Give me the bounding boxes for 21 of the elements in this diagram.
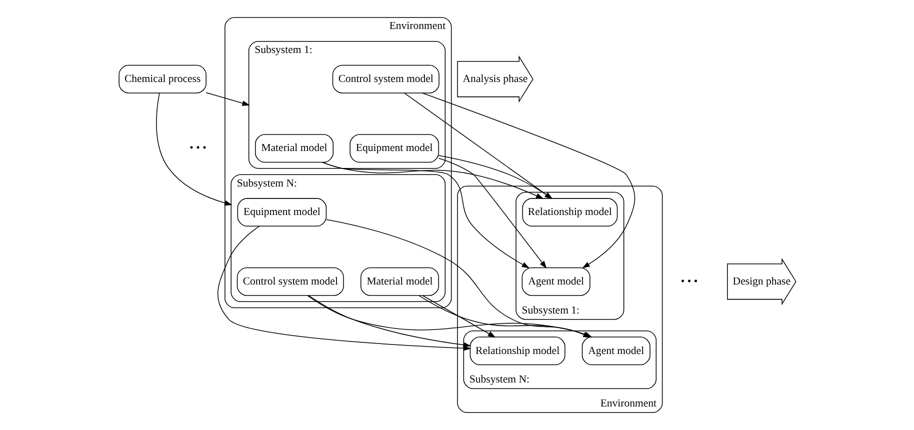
arrow xyxy=(156,92,232,206)
node-box: Relationship model xyxy=(522,198,618,227)
arrow xyxy=(205,92,250,106)
arrow xyxy=(321,162,544,199)
node-box: Agent model xyxy=(521,267,590,296)
node-box: Control system model xyxy=(236,267,344,296)
label: • • • xyxy=(680,275,698,288)
arrow xyxy=(422,295,496,338)
node-box: Material model xyxy=(360,267,439,296)
arrow xyxy=(308,295,470,348)
node-box: Control system model xyxy=(332,64,439,94)
node-box: Equipment model xyxy=(349,134,439,163)
arrow xyxy=(438,158,546,269)
arrow xyxy=(322,162,530,268)
arrow xyxy=(421,92,635,268)
node-box: Agent model xyxy=(581,336,650,366)
node-box: Equipment model xyxy=(236,198,326,227)
node-box: Chemical process xyxy=(118,64,206,94)
node-box: Relationship model xyxy=(469,336,565,366)
node-box: Material model xyxy=(254,134,334,163)
label: • • • xyxy=(189,142,206,154)
